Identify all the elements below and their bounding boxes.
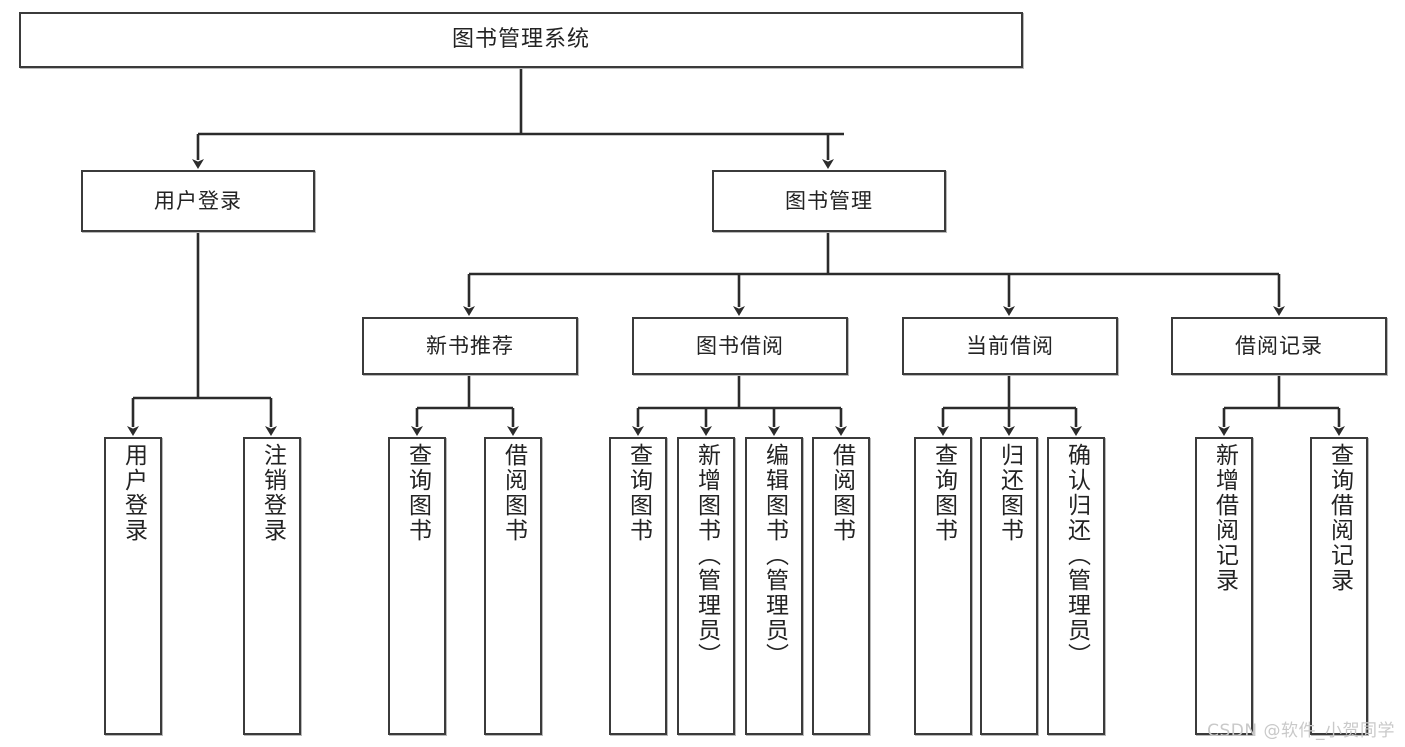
node-leaf-logout[interactable]: 注销登录 [243,437,301,735]
node-book-manage-label: 图书管理 [785,188,873,213]
node-leaf-query-book-3-label: 查询图书 [930,443,957,543]
node-borrow-record-label: 借阅记录 [1235,333,1323,358]
node-new-book-recommend-label: 新书推荐 [426,333,514,358]
node-new-book-recommend[interactable]: 新书推荐 [362,317,578,375]
node-leaf-borrow-book-2[interactable]: 借阅图书 [812,437,870,735]
node-leaf-return-book-label: 归还图书 [996,443,1023,543]
node-leaf-return-book[interactable]: 归还图书 [980,437,1038,735]
node-leaf-query-record-label: 查询借阅记录 [1326,443,1353,593]
node-leaf-borrow-book-1-label: 借阅图书 [500,443,527,543]
node-current-borrow-label: 当前借阅 [966,333,1054,358]
node-leaf-query-book-1[interactable]: 查询图书 [388,437,446,735]
node-leaf-query-book-2[interactable]: 查询图书 [609,437,667,735]
csdn-watermark: CSDN @软件_小贺同学 [1207,721,1395,741]
node-leaf-borrow-book-1[interactable]: 借阅图书 [484,437,542,735]
node-borrow-record[interactable]: 借阅记录 [1171,317,1387,375]
node-leaf-query-book-2-label: 查询图书 [625,443,652,543]
node-leaf-user-login[interactable]: 用户登录 [104,437,162,735]
node-leaf-add-record[interactable]: 新增借阅记录 [1195,437,1253,735]
node-leaf-edit-book-label: 编辑图书（管理员） [761,443,788,668]
node-leaf-confirm-return-label: 确认归还（管理员） [1063,443,1090,668]
node-root-label: 图书管理系统 [451,27,590,53]
node-book-manage[interactable]: 图书管理 [712,170,946,232]
node-leaf-logout-label: 注销登录 [259,443,286,543]
node-leaf-query-record[interactable]: 查询借阅记录 [1310,437,1368,735]
node-current-borrow[interactable]: 当前借阅 [902,317,1118,375]
node-leaf-add-record-label: 新增借阅记录 [1211,443,1238,593]
node-leaf-add-book[interactable]: 新增图书（管理员） [677,437,735,735]
node-book-borrow-label: 图书借阅 [696,333,784,358]
node-root[interactable]: 图书管理系统 [19,12,1023,68]
node-leaf-confirm-return[interactable]: 确认归还（管理员） [1047,437,1105,735]
node-leaf-add-book-label: 新增图书（管理员） [693,443,720,668]
node-leaf-query-book-3[interactable]: 查询图书 [914,437,972,735]
node-user-login[interactable]: 用户登录 [81,170,315,232]
node-leaf-borrow-book-2-label: 借阅图书 [828,443,855,543]
node-leaf-query-book-1-label: 查询图书 [404,443,431,543]
node-leaf-user-login-label: 用户登录 [120,443,147,543]
node-book-borrow[interactable]: 图书借阅 [632,317,848,375]
node-user-login-label: 用户登录 [154,188,242,213]
node-leaf-edit-book[interactable]: 编辑图书（管理员） [745,437,803,735]
